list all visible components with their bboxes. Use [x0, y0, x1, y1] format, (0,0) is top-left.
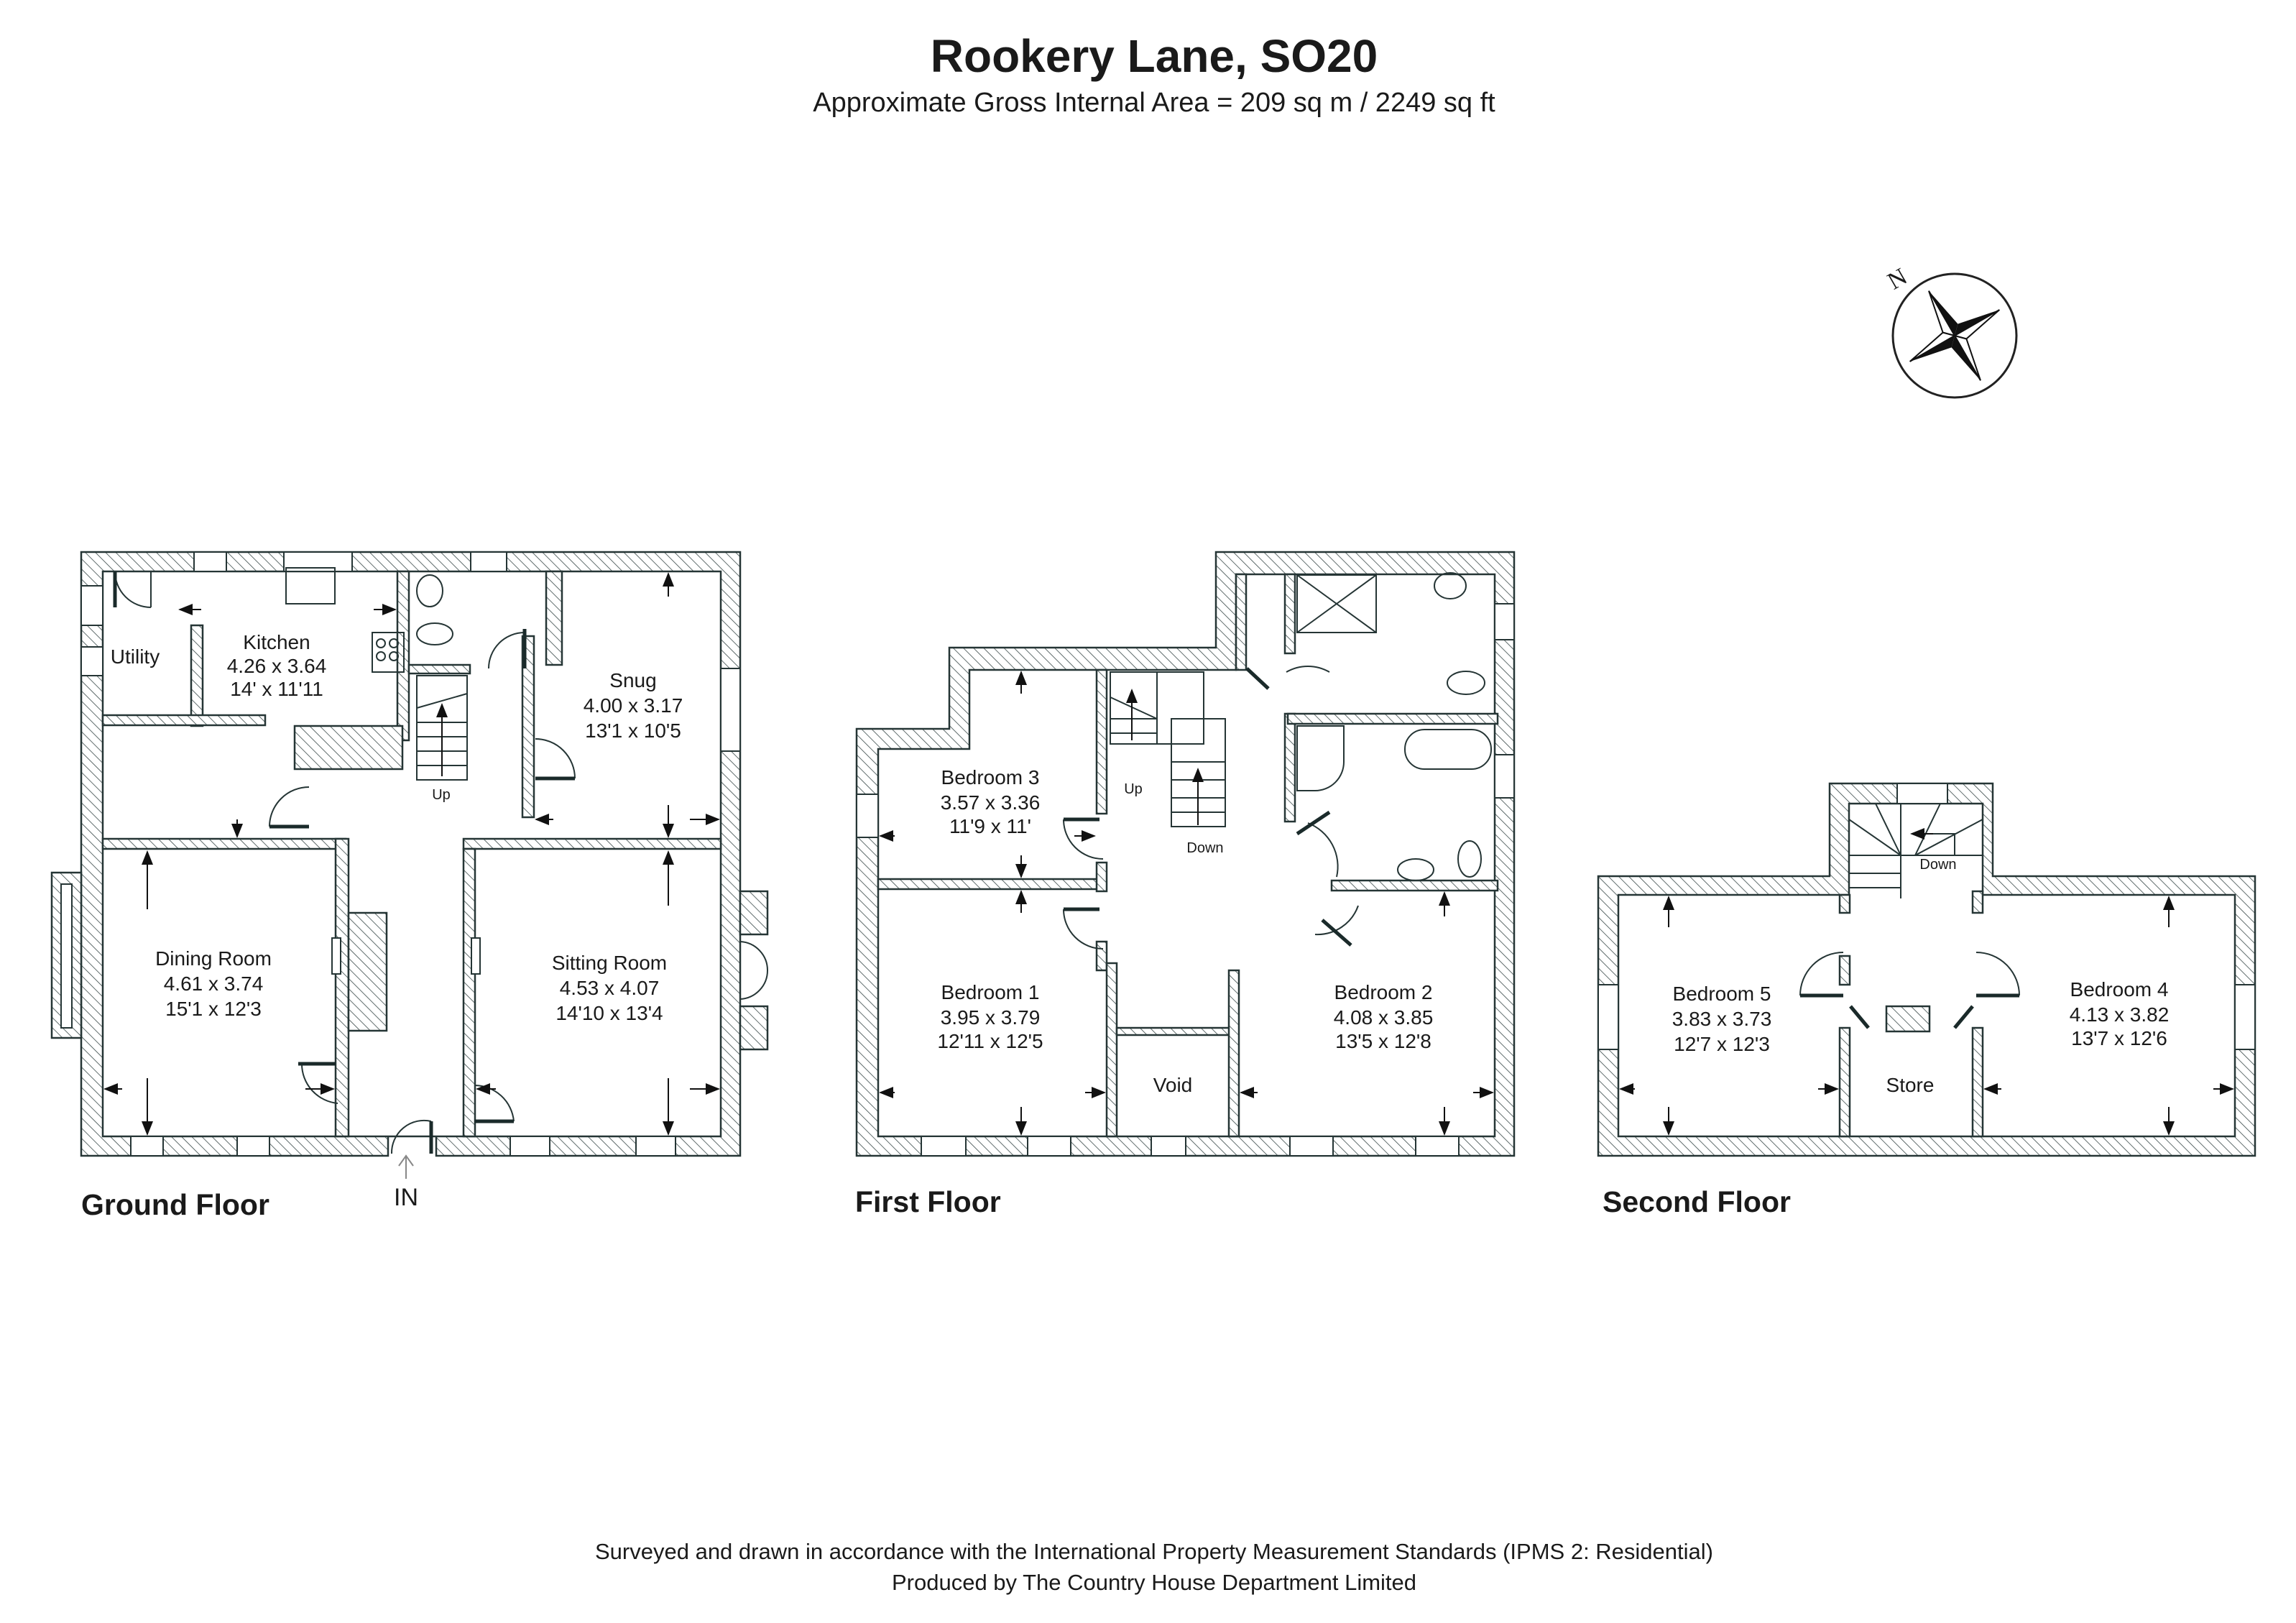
toilet-icon [416, 622, 453, 645]
footer-producer-note: Produced by The Country House Department… [892, 1570, 1416, 1595]
shower-tray-icon [1296, 574, 1377, 633]
dining-room-imperial: 15'1 x 12'3 [165, 998, 262, 1020]
bedroom2-metric: 4.08 x 3.85 [1334, 1006, 1434, 1029]
ground-outer-walls [80, 551, 742, 1157]
plan-title: Rookery Lane, SO20 [931, 30, 1378, 82]
second-floor-label: Second Floor [1603, 1185, 1791, 1218]
void-label: Void [1153, 1074, 1193, 1096]
bedroom2-imperial: 13'5 x 12'8 [1335, 1030, 1431, 1052]
sitting-room-label: Sitting Room [552, 952, 667, 974]
compass-rose-icon: N [1884, 263, 2018, 399]
kitchen-label: Kitchen [243, 631, 310, 653]
sitting-room-imperial: 14'10 x 13'4 [555, 1002, 663, 1024]
entrance-label: IN [394, 1184, 418, 1211]
ground-staircase [416, 675, 468, 781]
first-stairs-down-label: Down [1186, 840, 1223, 856]
kitchen-metric: 4.26 x 3.64 [227, 655, 327, 677]
corner-shower-icon [1296, 725, 1345, 791]
utility-label: Utility [111, 645, 160, 668]
first-floor-label: First Floor [855, 1185, 1001, 1218]
bedroom5-label: Bedroom 5 [1673, 983, 1771, 1005]
bedroom4-label: Bedroom 4 [2070, 978, 2169, 1001]
basin-icon [1434, 572, 1467, 599]
kitchen-imperial: 14' x 11'11 [230, 678, 323, 700]
bath-icon [1404, 729, 1492, 770]
bedroom5-imperial: 12'7 x 12'3 [1674, 1033, 1770, 1055]
toilet-icon [1447, 671, 1485, 695]
bedroom3-label: Bedroom 3 [941, 766, 1040, 788]
bedroom1-label: Bedroom 1 [941, 981, 1040, 1003]
dining-room-label: Dining Room [155, 947, 272, 970]
bedroom3-imperial: 11'9 x 11' [949, 815, 1031, 837]
ground-floor-label: Ground Floor [81, 1188, 269, 1221]
bedroom4-imperial: 13'7 x 12'6 [2071, 1027, 2167, 1049]
store-label: Store [1886, 1074, 1935, 1096]
bedroom2-label: Bedroom 2 [1334, 981, 1433, 1003]
first-outer-walls [855, 551, 1516, 1157]
snug-metric: 4.00 x 3.17 [584, 694, 683, 717]
snug-label: Snug [609, 669, 656, 691]
bedroom4-metric: 4.13 x 3.82 [2070, 1003, 2170, 1026]
ground-floor-plan: Utility Kitchen 4.26 x 3.64 14' x 11'11 … [50, 551, 769, 1221]
plan-subtitle: Approximate Gross Internal Area = 209 sq… [813, 88, 1495, 118]
footer-standards-note: Surveyed and drawn in accordance with th… [595, 1539, 1713, 1564]
basin-icon [1397, 858, 1434, 881]
bedroom1-imperial: 12'11 x 12'5 [937, 1030, 1043, 1052]
second-floor-staircase [1848, 803, 1983, 898]
second-outer-walls [1597, 782, 2256, 1157]
toilet-icon [1457, 840, 1482, 878]
bedroom1-metric: 3.95 x 3.79 [941, 1006, 1041, 1029]
ground-stairs-up-label: Up [432, 787, 451, 803]
chimney-breast [347, 911, 388, 1032]
bedroom3-metric: 3.57 x 3.36 [941, 791, 1041, 814]
hob-icon [372, 632, 405, 673]
sitting-room-metric: 4.53 x 4.07 [560, 977, 660, 999]
second-stairs-down-label: Down [1919, 857, 1956, 873]
sink-icon [285, 567, 336, 604]
second-floor-plan: Bedroom 5 3.83 x 3.73 12'7 x 12'3 Bedroo… [1597, 782, 2256, 1218]
snug-imperial: 13'1 x 10'5 [585, 719, 681, 742]
first-floor-plan: Bedroom 3 3.57 x 3.36 11'9 x 11' Bedroom… [855, 551, 1516, 1218]
svg-text:N: N [1884, 263, 1912, 295]
bedroom5-metric: 3.83 x 3.73 [1672, 1008, 1772, 1030]
basin-icon [416, 574, 443, 607]
dining-room-metric: 4.61 x 3.74 [164, 973, 264, 995]
first-floor-staircase [1110, 671, 1226, 827]
first-stairs-up-label: Up [1124, 781, 1143, 797]
